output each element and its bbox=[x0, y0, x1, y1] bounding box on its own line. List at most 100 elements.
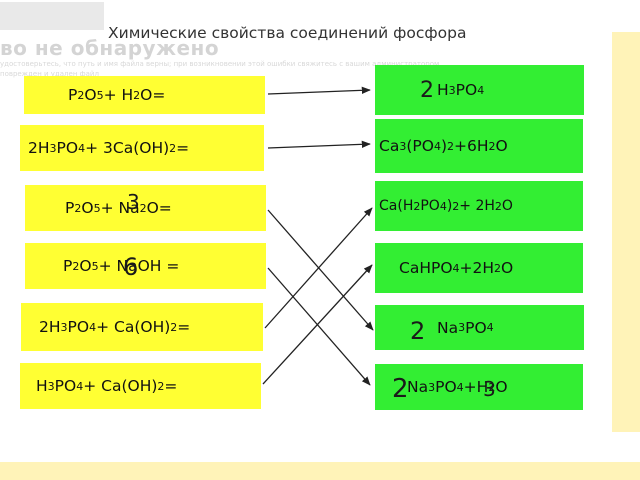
eq-text: PO bbox=[67, 318, 90, 336]
eq-text: + 3Ca(OH) bbox=[85, 139, 170, 157]
eq-sub: 3 bbox=[458, 321, 466, 334]
arrow-1 bbox=[267, 86, 371, 95]
eq-sub: 4 bbox=[439, 199, 447, 213]
eq-text: ) bbox=[446, 198, 453, 214]
eq-sub: 2 bbox=[494, 199, 502, 213]
eq-text: + H bbox=[103, 86, 134, 104]
eq-text: Ca(H bbox=[379, 198, 414, 214]
eq-sub: 2 bbox=[72, 259, 80, 273]
eq-sub: 5 bbox=[96, 88, 104, 102]
eq-text: O bbox=[495, 137, 508, 155]
eq-text: PO bbox=[56, 139, 79, 157]
eq-sub: 2 bbox=[488, 380, 496, 394]
eq-sub: 4 bbox=[433, 139, 441, 153]
error-overlay-note-2: поврежден и удален файл bbox=[0, 70, 99, 78]
eq-text: + Na bbox=[100, 199, 140, 217]
handwritten-coefficient: 3 bbox=[127, 190, 140, 214]
eq-text: O bbox=[79, 257, 92, 275]
eq-text: CaHPO bbox=[399, 259, 453, 277]
error-overlay-text: во не обнаружено bbox=[0, 36, 220, 60]
eq-sub: 2 bbox=[488, 139, 496, 153]
eq-sub: 3 bbox=[399, 139, 407, 153]
handwritten-coefficient: 2 bbox=[392, 374, 409, 404]
eq-text: = bbox=[177, 318, 191, 336]
eq-text: O= bbox=[146, 199, 172, 217]
eq-sub: 4 bbox=[456, 380, 464, 394]
eq-sub: 4 bbox=[78, 141, 86, 155]
error-overlay-note: удостоверьтесь, что путь и имя файла вер… bbox=[0, 60, 440, 68]
eq-text: 2H bbox=[28, 139, 50, 157]
eq-text: O bbox=[501, 198, 513, 214]
eq-sub: 2 bbox=[452, 199, 460, 213]
eq-text: PO bbox=[420, 198, 440, 214]
eq-sub: 3 bbox=[428, 380, 436, 394]
arrow-4 bbox=[267, 267, 371, 386]
arrow-3 bbox=[267, 209, 374, 331]
eq-sub: 5 bbox=[91, 259, 99, 273]
eq-text: + Ca(OH) bbox=[83, 377, 158, 395]
eq-text: = bbox=[164, 377, 178, 395]
eq-text: + 2H bbox=[459, 198, 495, 214]
handwritten-coefficient: 3 bbox=[483, 377, 496, 401]
eq-text: 2H bbox=[39, 318, 61, 336]
eq-sub: 2 bbox=[133, 88, 141, 102]
eq-sub: 2 bbox=[74, 201, 82, 215]
eq-text: + NaOH = bbox=[98, 257, 180, 275]
arrow-5 bbox=[264, 207, 373, 329]
eq-sub: 4 bbox=[452, 261, 460, 275]
eq-text: H bbox=[36, 377, 48, 395]
eq-text: O bbox=[501, 259, 514, 277]
eq-text: P bbox=[63, 257, 73, 275]
eq-text: PO bbox=[435, 378, 457, 396]
eq-sub: 2 bbox=[77, 88, 85, 102]
eq-sub: 2 bbox=[413, 199, 421, 213]
eq-text: PO bbox=[455, 81, 478, 99]
eq-text: P bbox=[68, 86, 78, 104]
eq-text: + Ca(OH) bbox=[96, 318, 171, 336]
eq-sub: 2 bbox=[494, 261, 502, 275]
eq-sub: 3 bbox=[49, 141, 57, 155]
eq-sub: 2 bbox=[447, 139, 454, 153]
eq-sub: 3 bbox=[448, 83, 456, 97]
eq-text: O bbox=[81, 199, 94, 217]
bottom-band bbox=[0, 462, 640, 480]
eq-text: P bbox=[65, 199, 75, 217]
eq-sub: 3 bbox=[47, 379, 55, 393]
eq-sub: 4 bbox=[477, 83, 485, 97]
eq-text: +H bbox=[463, 378, 489, 396]
side-panel bbox=[612, 32, 640, 432]
eq-sub: 2 bbox=[169, 141, 177, 155]
eq-sub: 4 bbox=[76, 379, 84, 393]
handwritten-coefficient: 2 bbox=[410, 317, 426, 345]
eq-text: ) bbox=[440, 137, 447, 155]
eq-text: O bbox=[84, 86, 97, 104]
handwritten-coefficient: 6 bbox=[123, 253, 139, 281]
eq-text: = bbox=[176, 139, 190, 157]
eq-text: O bbox=[495, 378, 508, 396]
eq-sub: 2 bbox=[170, 320, 178, 334]
eq-text: +6H bbox=[454, 137, 489, 155]
eq-sub: 4 bbox=[89, 320, 97, 334]
eq-text: +2H bbox=[459, 259, 495, 277]
eq-text: PO bbox=[54, 377, 77, 395]
eq-text: PO bbox=[465, 318, 487, 337]
arrow-2 bbox=[267, 140, 371, 149]
eq-sub: 5 bbox=[93, 201, 101, 215]
eq-text: Na bbox=[407, 378, 429, 396]
eq-text: Na bbox=[437, 318, 459, 337]
handwritten-coefficient: 2 bbox=[420, 78, 434, 103]
